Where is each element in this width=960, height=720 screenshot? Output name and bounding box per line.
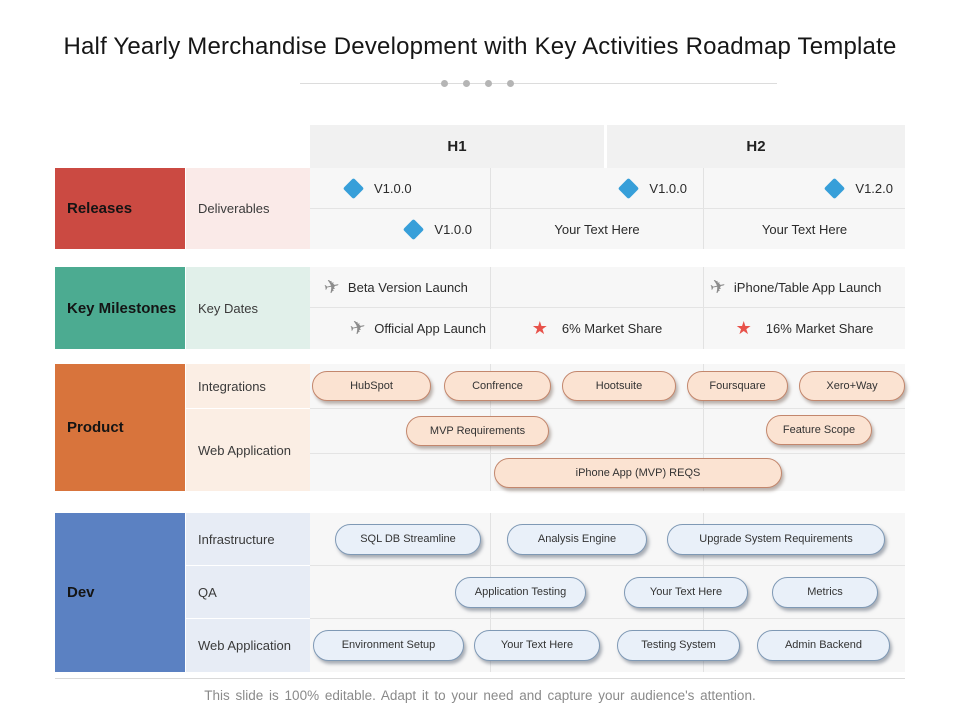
milestone-cell: ★ 6% Market Share [490, 308, 703, 349]
grid-cell [703, 409, 905, 453]
milestones-row-1: ✈ Beta Version Launch ✈ iPhone/Table App… [310, 267, 905, 308]
diamond-icon [403, 218, 425, 240]
pill-analysis-engine: Analysis Engine [507, 524, 647, 555]
milestone-text: 6% Market Share [561, 321, 663, 336]
grid-cell [310, 454, 490, 491]
milestone-cell: ★ 16% Market Share [703, 308, 905, 349]
footer-divider [55, 678, 905, 679]
pill-environment-setup: Environment Setup [313, 630, 464, 661]
star-icon: ★ [531, 317, 548, 339]
diamond-icon [342, 177, 365, 199]
divider-dot-icon [463, 80, 470, 87]
title-divider [300, 80, 777, 88]
divider-dot-icon [441, 80, 448, 87]
grid-cell [490, 454, 703, 491]
section-label-releases: Releases [55, 168, 185, 249]
section-label-product: Product [55, 364, 185, 491]
section-sublabel-qa: QA [186, 566, 310, 618]
section-sublabel-web-application: Web Application [186, 619, 310, 672]
footer-note: This slide is 100% editable. Adapt it to… [204, 688, 756, 703]
releases-row-2: V1.0.0 Your Text Here Your Text Here [310, 209, 905, 249]
section-sublabel-web-application: Web Application [186, 409, 310, 491]
milestones-row-2: ✈ Official App Launch ★ 6% Market Share … [310, 308, 905, 349]
plane-icon: ✈ [348, 315, 369, 341]
pill-metrics: Metrics [772, 577, 878, 608]
section-label-key-milestones: Key Milestones [55, 267, 185, 349]
pill-hootsuite: Hootsuite [562, 371, 676, 401]
section-sublabel-integrations: Integrations [186, 364, 310, 408]
column-header-h2: H2 [607, 125, 905, 168]
release-cell: Your Text Here [703, 209, 905, 249]
release-cell: V1.0.0 [310, 168, 490, 208]
milestone-cell: ✈ Official App Launch [310, 308, 490, 349]
pill-mvp-requirements: MVP Requirements [406, 416, 549, 446]
page-title: Half Yearly Merchandise Development with… [63, 33, 897, 60]
milestone-text: Official App Launch [374, 321, 486, 336]
releases-row-1: V1.0.0 V1.0.0 V1.2.0 [310, 168, 905, 209]
pill-feature-scope: Feature Scope [766, 415, 872, 445]
release-cell: V1.2.0 [703, 168, 905, 208]
placeholder-text: Your Text Here [761, 221, 848, 237]
pill-your-text-here: Your Text Here [474, 630, 600, 661]
star-icon: ★ [735, 317, 752, 339]
pill-xero-way: Xero+Way [799, 371, 905, 401]
section-sublabel-infrastructure: Infrastructure [186, 513, 310, 565]
section-label-dev: Dev [55, 513, 185, 672]
pill-your-text-here: Your Text Here [624, 577, 748, 608]
pill-foursquare: Foursquare [687, 371, 788, 401]
pill-confrence: Confrence [444, 371, 551, 401]
divider-dot-icon [507, 80, 514, 87]
release-cell: V1.0.0 [490, 168, 703, 208]
column-header-h1: H1 [310, 125, 604, 168]
divider-dot-icon [485, 80, 492, 87]
pill-testing-system: Testing System [617, 630, 740, 661]
plane-icon: ✈ [321, 274, 342, 299]
pill-application-testing: Application Testing [455, 577, 586, 608]
pill-sql-db-streamline: SQL DB Streamline [335, 524, 481, 555]
release-cell: V1.0.0 [310, 209, 490, 249]
release-version: V1.0.0 [649, 180, 687, 196]
pill-iphone-app-mvp-reqs: iPhone App (MVP) REQS [494, 458, 782, 488]
section-sublabel-deliverables: Deliverables [186, 168, 310, 249]
milestone-text: Beta Version Launch [347, 279, 468, 295]
pill-upgrade-system-requirements: Upgrade System Requirements [667, 524, 885, 555]
milestone-cell: ✈ Beta Version Launch [310, 267, 490, 307]
pill-hubspot: HubSpot [312, 371, 431, 401]
milestone-cell-empty [490, 267, 703, 307]
grid-cell [490, 513, 703, 565]
diamond-icon [824, 177, 846, 199]
release-version: V1.2.0 [855, 180, 893, 196]
milestone-text: 16% Market Share [765, 321, 874, 336]
placeholder-text: Your Text Here [554, 221, 640, 237]
plane-icon: ✈ [707, 274, 728, 299]
release-version: V1.0.0 [374, 180, 412, 196]
milestone-text: iPhone/Table App Launch [733, 279, 882, 295]
release-cell: Your Text Here [490, 209, 703, 249]
diamond-icon [618, 177, 640, 199]
section-sublabel-key-dates: Key Dates [186, 267, 310, 349]
release-version: V1.0.0 [434, 221, 472, 237]
milestone-cell: ✈ iPhone/Table App Launch [703, 267, 905, 307]
pill-admin-backend: Admin Backend [757, 630, 890, 661]
divider-line [300, 83, 777, 84]
